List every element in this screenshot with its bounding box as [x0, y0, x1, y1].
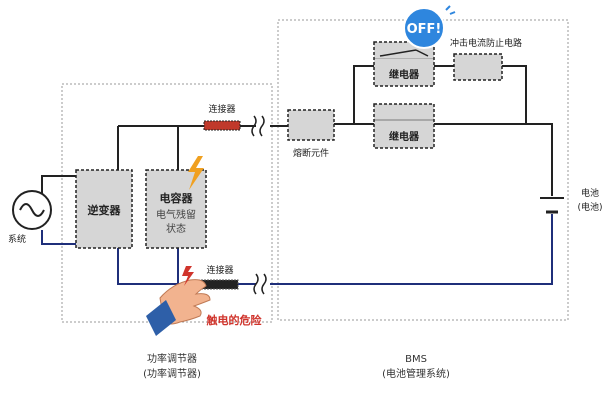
system-label: 系统: [8, 233, 26, 245]
battery-label-line1: 电池: [581, 187, 599, 199]
fuse-box: [287, 109, 335, 141]
capacitor-note-line1: 电气残留: [156, 208, 196, 221]
inrush-box: [453, 53, 503, 81]
battery-label-line2: (电池): [577, 201, 602, 213]
bottom-wire: [41, 214, 553, 285]
relay-bottom-box: [373, 103, 435, 149]
battery-icon: [540, 197, 564, 214]
bms-caption-line1: BMS: [405, 354, 427, 365]
inrush-label: 冲击电流防止电路: [450, 37, 522, 49]
capacitor-box: [145, 169, 207, 249]
relay-top-label: 继电器: [389, 68, 420, 81]
pcs-caption: 功率调节器 (功率调节器): [112, 352, 232, 382]
connector-top-label: 连接器: [208, 103, 235, 115]
inverter-box: [75, 169, 133, 249]
connector-top: [203, 120, 241, 131]
inverter-label: 逆变器: [88, 203, 122, 217]
relay-top-box: [373, 41, 435, 87]
off-badge-icon: [403, 5, 456, 49]
connector-bottom-label: 连接器: [206, 264, 233, 276]
fuse-label: 熔断元件: [293, 147, 329, 159]
spark-icon: [182, 266, 194, 286]
top-wire: [41, 65, 553, 210]
wire-break-top: [251, 115, 265, 137]
ac-source-icon: [12, 190, 52, 230]
hand-icon: [146, 279, 211, 336]
lightning-icon: [188, 156, 204, 190]
bms-caption-line2: (电池管理系统): [382, 369, 450, 380]
wire-break-bottom: [253, 273, 267, 295]
off-badge-text: OFF!: [407, 22, 442, 37]
bms-caption: BMS (电池管理系统): [356, 352, 476, 382]
relay-bottom-label: 继电器: [389, 130, 420, 143]
pcs-caption-line2: (功率调节器): [143, 369, 201, 380]
capacitor-title: 电容器: [160, 191, 194, 205]
relay-switch-icon: [379, 49, 429, 57]
danger-label: 触电的危险: [206, 313, 263, 327]
pcs-caption-line1: 功率调节器: [147, 354, 197, 365]
capacitor-note-line2: 状态: [166, 222, 186, 235]
